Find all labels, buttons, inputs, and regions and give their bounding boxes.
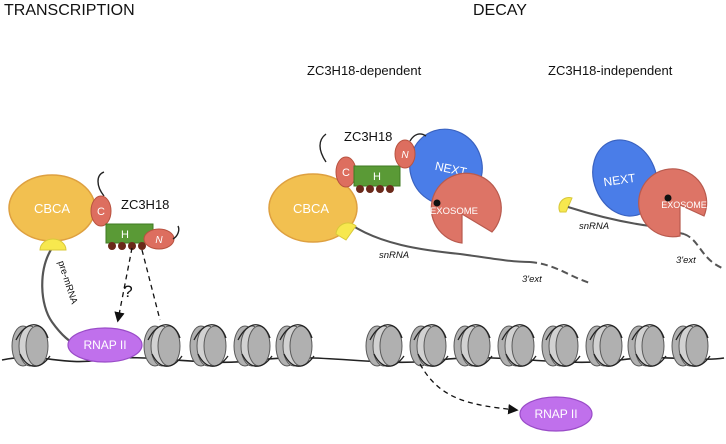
- zc3h18-n-label: N: [155, 235, 163, 246]
- header-transcription: TRANSCRIPTION: [4, 2, 135, 19]
- dep-3ext-strand: [529, 261, 591, 284]
- pre-mrna-label: pre-mRNA: [55, 260, 80, 307]
- zinc-finger-2: [118, 242, 126, 250]
- ind-exosome-label: EXOSOME: [661, 200, 707, 210]
- zinc-finger-3: [128, 242, 136, 250]
- dashed-line-to-nucleosome: [141, 249, 161, 321]
- dep-zc3h18-c-label: C: [342, 167, 350, 179]
- nucleosome: [365, 324, 405, 367]
- dashed-arrow-rnap-release: [419, 363, 519, 415]
- dep-exosome-dot: [433, 199, 441, 207]
- nucleosome: [585, 324, 625, 367]
- dep-zc3h18-n-tail: [409, 133, 427, 142]
- ind-exosome-complex: [638, 168, 708, 238]
- dep-zc3h18-n-label: N: [401, 150, 409, 161]
- ind-3ext-label: 3'ext: [676, 255, 696, 266]
- zc3h18-h-label: H: [121, 229, 129, 241]
- dep-snrna-label: snRNA: [379, 250, 409, 261]
- zc3h18-c-label: C: [97, 206, 105, 218]
- dep-cbca-complex: [268, 173, 358, 243]
- zc3h18-c-domain: [90, 195, 112, 227]
- dep-zinc-finger-4: [386, 185, 394, 193]
- zc3h18-tail: [97, 171, 105, 197]
- dep-zc3h18-label: ZC3H18: [344, 129, 392, 144]
- dep-exosome-complex: [430, 172, 502, 244]
- dep-zinc-finger-2: [366, 185, 374, 193]
- zc3h18-label: ZC3H18: [121, 197, 169, 212]
- zinc-finger-4: [138, 242, 146, 250]
- dep-zc3h18-h-label: H: [373, 171, 381, 183]
- nucleosome: [11, 324, 51, 367]
- nucleosome: [453, 324, 493, 367]
- dep-zc3h18-h-domain: [353, 165, 401, 187]
- nucleosome: [627, 324, 667, 367]
- dep-snrna-strand: [349, 223, 531, 263]
- rnap-ii-label: RNAP II: [83, 338, 126, 352]
- ind-snrna-label: snRNA: [579, 221, 609, 232]
- nucleosome: [409, 324, 449, 367]
- nucleosome-row: [11, 324, 711, 367]
- header-decay: DECAY: [473, 2, 527, 19]
- rnap-ii-transcription: [67, 327, 143, 363]
- dep-zc3h18-tail: [319, 133, 327, 163]
- cbca-label: CBCA: [34, 201, 70, 216]
- dep-zinc-finger-1: [356, 185, 364, 193]
- dep-3ext-label: 3'ext: [522, 274, 542, 285]
- dep-zc3h18-n-domain: [394, 139, 416, 169]
- ind-3ext-strand: [683, 233, 723, 269]
- dep-zinc-finger-3: [376, 185, 384, 193]
- nucleosome: [143, 324, 183, 367]
- nucleosome: [233, 324, 273, 367]
- ind-exosome-dot: [664, 194, 672, 202]
- rnap-ii-released: [519, 396, 593, 432]
- nucleosome: [497, 324, 537, 367]
- nucleosome: [189, 324, 229, 367]
- zc3h18-n-tail: [172, 225, 180, 240]
- zinc-finger-1: [108, 242, 116, 250]
- nucleosome: [671, 324, 711, 367]
- dep-cbca-label: CBCA: [293, 201, 329, 216]
- rnap-ii-released-label: RNAP II: [534, 407, 577, 421]
- header-zc3h18-independent: ZC3H18-independent: [548, 63, 673, 78]
- nucleosome: [275, 324, 315, 367]
- ind-next-label: NEXT: [603, 171, 637, 189]
- dashed-arrow-to-rnap: [114, 247, 133, 323]
- mrna-cap: [39, 238, 67, 251]
- dep-cap: [335, 222, 357, 241]
- dep-exosome-label: EXOSOME: [430, 206, 478, 217]
- nucleosome: [541, 324, 581, 367]
- header-zc3h18-dependent: ZC3H18-dependent: [307, 63, 422, 78]
- question-mark: ?: [123, 282, 132, 301]
- ind-cap: [558, 197, 573, 213]
